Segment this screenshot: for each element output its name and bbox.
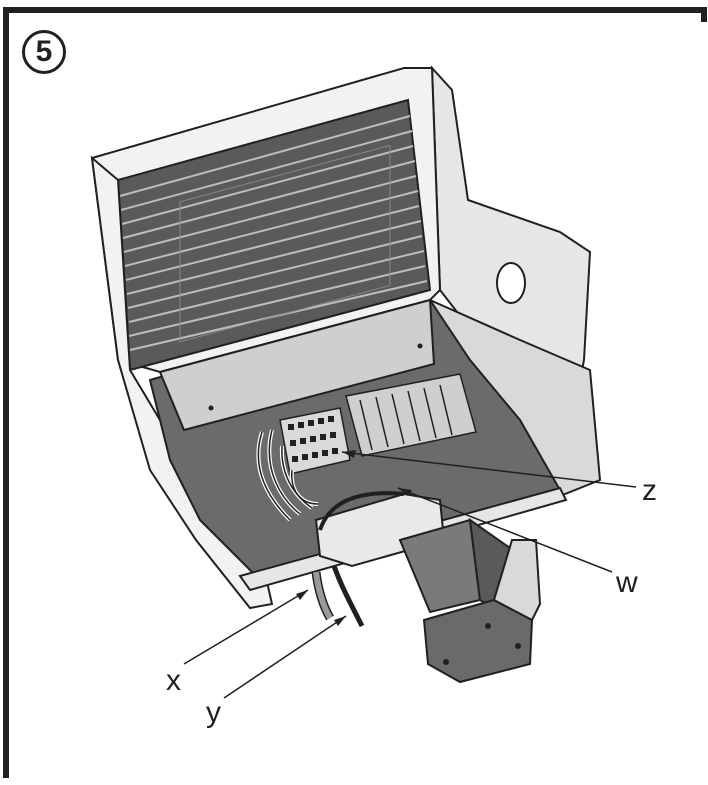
callout-z: z <box>642 474 657 507</box>
frame-border <box>3 7 707 778</box>
callout-w: w <box>616 566 638 599</box>
step-number-badge: 5 <box>22 30 66 74</box>
inner-shelf <box>158 298 436 432</box>
callout-y: y <box>206 696 221 729</box>
knockout-hole-icon <box>496 262 526 304</box>
leader-lines <box>183 451 637 699</box>
cable-y <box>331 565 365 628</box>
callout-x: x <box>166 664 181 697</box>
terminal-block-icon <box>279 373 477 475</box>
black-cable <box>318 491 405 531</box>
grille <box>116 98 432 372</box>
mounting-bracket-icon <box>398 517 542 684</box>
